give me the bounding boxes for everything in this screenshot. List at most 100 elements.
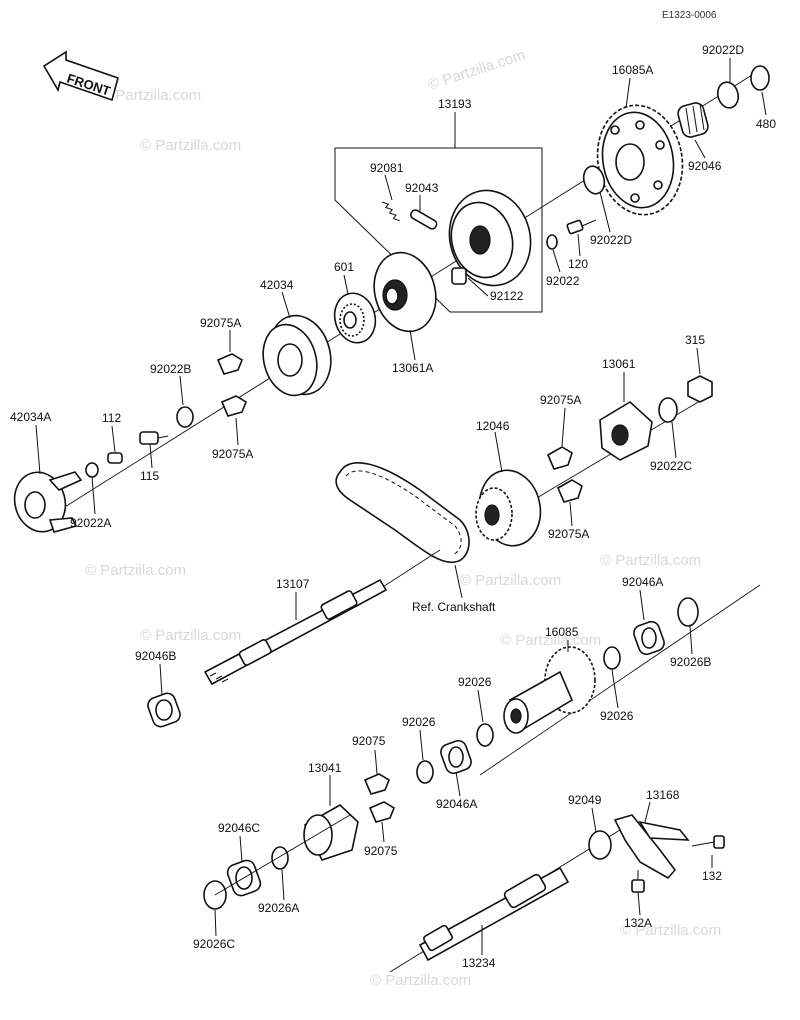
leader-line [281, 291, 291, 319]
assembly-bracket [334, 147, 543, 313]
part-label: 92043 [405, 181, 439, 195]
part-label: 42034 [260, 278, 294, 292]
leader-line [455, 771, 461, 797]
leader-line [577, 233, 581, 257]
part-label: 92022B [150, 362, 191, 376]
screw-part [107, 452, 123, 464]
leader-line [159, 663, 163, 696]
part-label: 92026 [402, 715, 436, 729]
axis-line [374, 549, 441, 593]
leader-line [477, 689, 484, 723]
chain-part [335, 462, 470, 564]
leader-line [671, 421, 677, 459]
leader-line [419, 729, 424, 761]
leader-line [494, 431, 503, 473]
part-labels: 13193 92081 92043 92122 16085A 92022D 92… [10, 43, 776, 970]
sprocket-part [475, 469, 542, 547]
part-label: 92075A [548, 527, 589, 541]
washer-part [176, 406, 194, 428]
oil-seal-part [588, 830, 612, 860]
damper-drum-part [262, 314, 332, 397]
part-label: 315 [685, 333, 705, 347]
nut-part [687, 375, 713, 403]
needle-bearing-part [440, 739, 472, 775]
circlip-part [750, 65, 770, 91]
leader-line [214, 909, 217, 937]
part-label: 92022D [702, 43, 744, 57]
part-label: 115 [140, 469, 159, 483]
axis-line [479, 584, 761, 776]
bolt-part [691, 835, 725, 849]
damper-rubber-part [216, 353, 247, 417]
part-label: 92026B [670, 655, 711, 669]
clutch-hub-part [448, 189, 532, 287]
leader-line [235, 417, 239, 446]
leader-line [343, 274, 349, 295]
part-label: 92075A [212, 447, 253, 461]
part-label: 92022C [650, 459, 692, 473]
watermark-text: © Partzilla.com [426, 46, 527, 93]
watermark-text: © Partzilla.com [460, 572, 561, 589]
part-label: 92022A [70, 516, 111, 530]
part-label: 92026 [458, 675, 492, 689]
part-label: 92022 [546, 274, 580, 288]
leader-line [381, 821, 385, 843]
washer-part [416, 760, 434, 784]
axis-line [214, 814, 351, 896]
damper-rubber-part [546, 446, 583, 503]
leader-line [149, 443, 153, 469]
part-label: 13061A [392, 361, 433, 375]
leader-line [761, 91, 767, 116]
part-label: 13234 [462, 956, 496, 970]
washer-part [716, 81, 740, 109]
leader-line [467, 277, 489, 297]
part-label: 132 [702, 869, 722, 883]
spring-part [381, 201, 438, 230]
leader-line [552, 249, 561, 273]
part-label: 92026C [193, 937, 235, 951]
part-label: 92081 [370, 161, 404, 175]
part-label: 92026A [258, 901, 299, 915]
sprocket-part [596, 104, 684, 216]
leader-line [179, 375, 184, 406]
bolt-part [139, 431, 169, 445]
part-label: 13193 [438, 97, 472, 111]
leader-line [569, 501, 573, 527]
watermark-text: © Partzilla.com [620, 922, 721, 939]
watermark-text: © Partzilla.com [100, 87, 201, 104]
shaft-part [418, 866, 570, 962]
part-label: 92075A [200, 316, 241, 330]
ball-bearing-part [333, 292, 377, 344]
leader-line [637, 891, 641, 916]
part-label: 13107 [276, 577, 310, 591]
watermark-text: © Partzilla.com [370, 972, 471, 989]
diagram-code: E1323-0006 [662, 10, 717, 21]
part-label: 601 [334, 260, 354, 274]
leader-line [591, 807, 597, 833]
part-label: 13041 [308, 761, 342, 775]
part-label: 13061 [602, 357, 636, 371]
washer-part [582, 165, 606, 195]
part-label: 92026 [600, 709, 634, 723]
needle-bearing-part [677, 102, 709, 138]
part-label: 112 [102, 411, 121, 425]
part-label: 92046C [218, 821, 260, 835]
watermark-text: © Partzilla.com [140, 627, 241, 644]
part-label: 16085A [612, 63, 653, 77]
part-label: 92075 [364, 844, 398, 858]
part-label: 120 [568, 257, 588, 271]
part-label: 92046A [622, 575, 663, 589]
leader-line [689, 625, 693, 655]
washer-part [677, 597, 699, 627]
needle-bearing-part [147, 692, 181, 728]
gear-part [503, 646, 596, 734]
leader-line [91, 476, 96, 515]
leader-line [239, 835, 243, 863]
leader-line [696, 347, 701, 375]
leader-line [561, 407, 566, 447]
leader-line [384, 174, 393, 201]
washer-part [85, 462, 99, 478]
part-label: 42034A [10, 410, 51, 424]
